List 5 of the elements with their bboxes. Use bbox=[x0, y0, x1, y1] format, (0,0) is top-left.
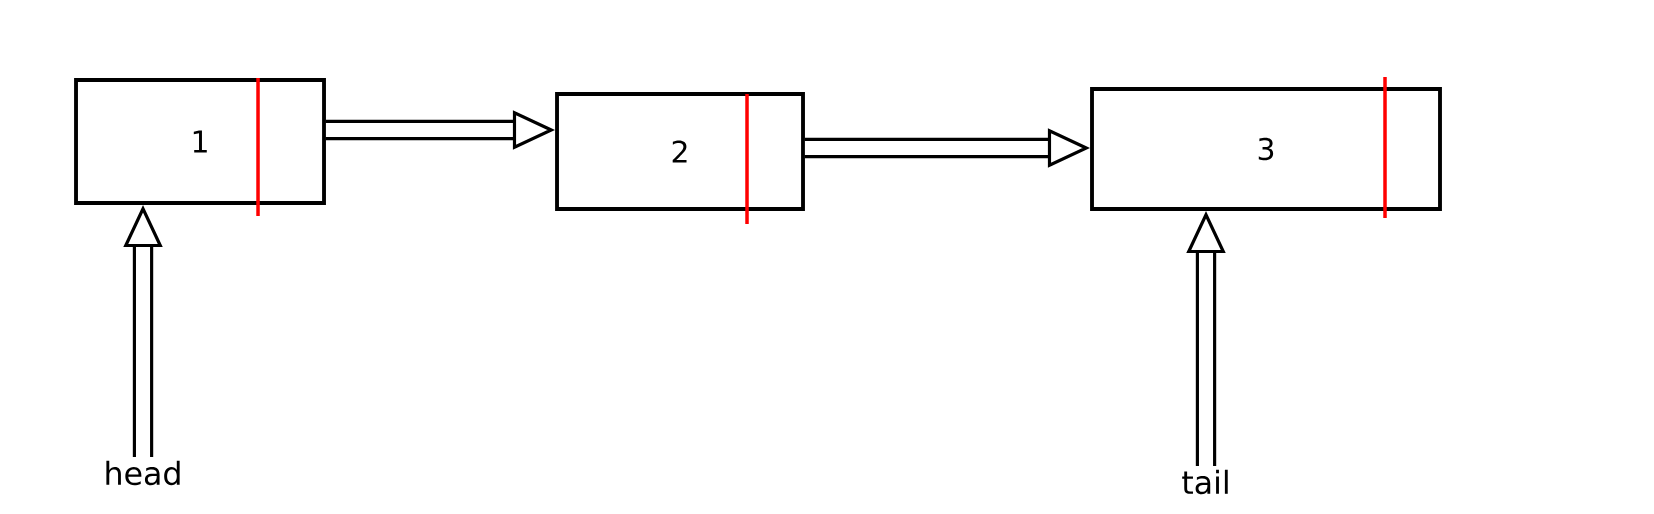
pointer-label: tail bbox=[1182, 469, 1228, 495]
list-node-box: 3 bbox=[1090, 87, 1442, 211]
list-node-box: 2 bbox=[555, 92, 805, 211]
pointer-label: head bbox=[106, 460, 180, 486]
list-node-box: 1 bbox=[74, 78, 326, 205]
